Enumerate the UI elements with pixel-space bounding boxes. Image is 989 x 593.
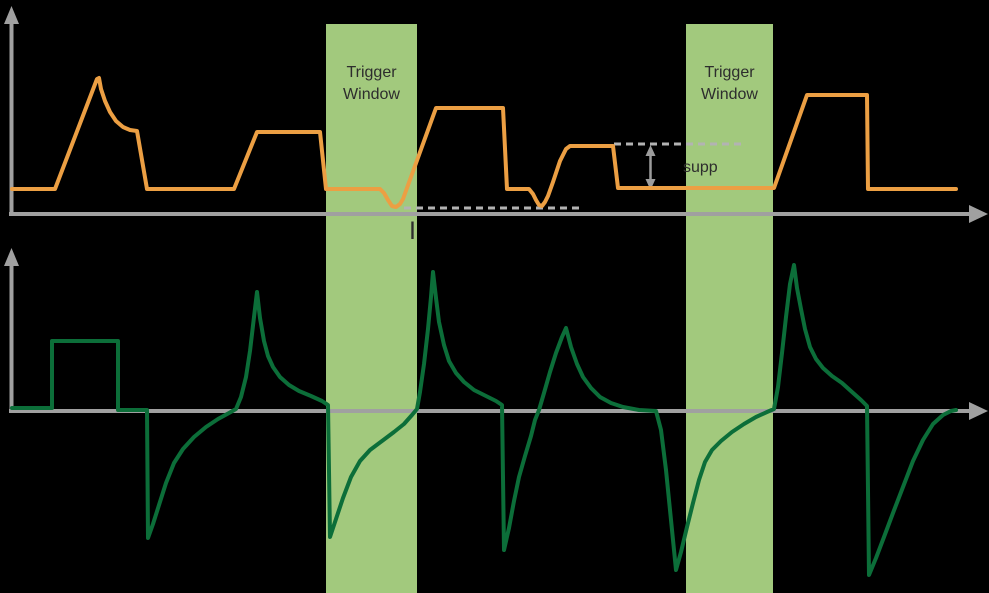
trigger-window-label-1-line2: Window bbox=[343, 86, 400, 103]
bottom-chart-y-axis-arrow-icon bbox=[4, 248, 19, 266]
trigger-window-label-2-line1: Trigger bbox=[704, 64, 755, 81]
partial-text-fragment: I bbox=[409, 217, 416, 245]
top-chart-x-axis-arrow-icon bbox=[969, 205, 988, 223]
trigger-window-label-2-line2: Window bbox=[701, 86, 758, 103]
bottom-chart-x-axis-arrow-icon bbox=[969, 402, 988, 420]
trigger-window-band-2: Trigger Window bbox=[686, 24, 773, 593]
bottom-green-waveform bbox=[10, 263, 958, 577]
supp-label: supp bbox=[683, 159, 718, 176]
trigger-window-label-1-line1: Trigger bbox=[346, 64, 397, 81]
top-chart-y-axis-arrow-icon bbox=[4, 6, 19, 24]
trigger-window-label-1: Trigger Window bbox=[326, 62, 417, 106]
trigger-window-label-2: Trigger Window bbox=[686, 62, 773, 106]
top-orange-waveform bbox=[10, 76, 958, 209]
supp-measure-arrow-icon bbox=[645, 145, 656, 190]
